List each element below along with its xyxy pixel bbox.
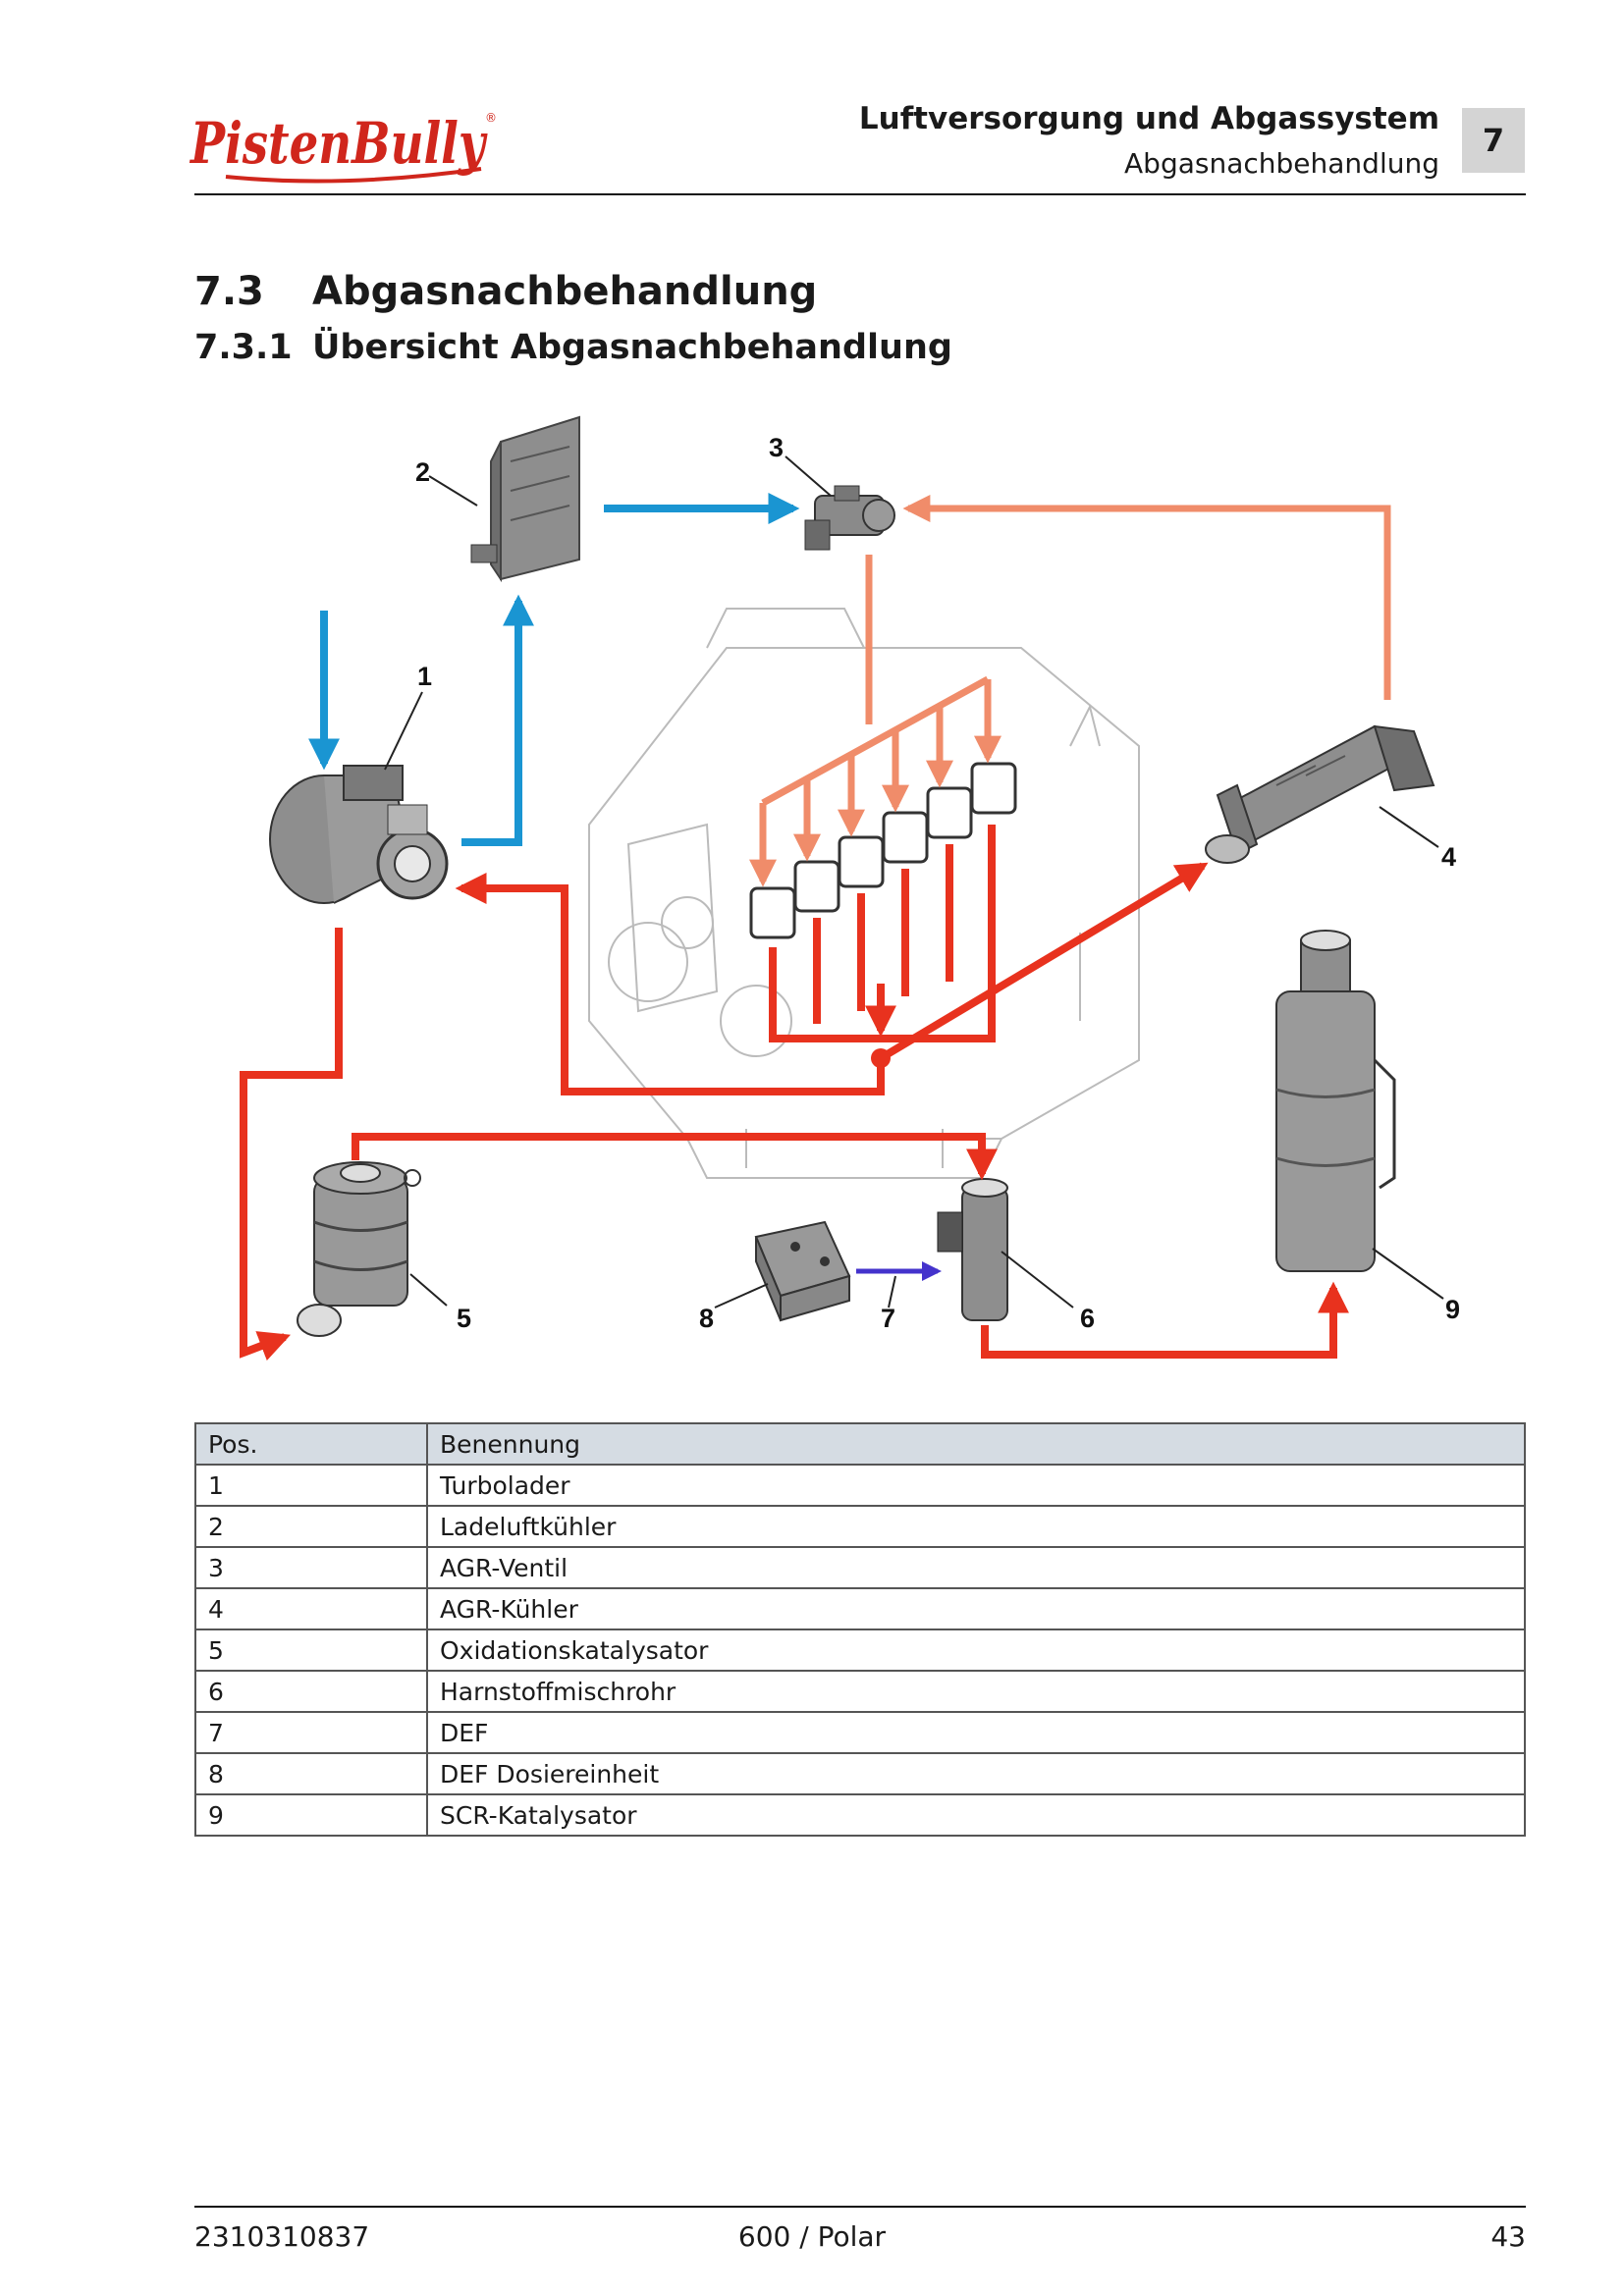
exhaust-flow [240,825,1349,1362]
brand-logo-text: PistenBully [189,110,488,177]
turbocharger [269,765,449,904]
cell-name: AGR-Kühler [426,1587,1526,1630]
callout-2: 2 [415,457,430,487]
callout-4: 4 [1441,842,1456,872]
cell-pos: 1 [194,1464,428,1507]
def-dosing-unit [754,1220,851,1322]
leader-lines [384,455,1444,1308]
cell-pos: 3 [194,1546,428,1589]
oxidation-catalyst [297,1161,421,1337]
table-header-row: Pos. Benennung [194,1422,1526,1466]
cell-pos: 9 [194,1793,428,1837]
svg-text:®: ® [485,111,497,125]
cell-pos: 7 [194,1711,428,1754]
section-number: 7.3 [194,269,264,314]
charge-air-cooler [470,415,580,583]
cell-name: Harnstoffmischrohr [426,1670,1526,1713]
cell-pos: 6 [194,1670,428,1713]
header-title: Luftversorgung und Abgassystem [858,101,1439,136]
vehicle-model: 600 / Polar [737,2220,887,2253]
egr-cooler [1205,724,1435,864]
cell-pos: 2 [194,1505,428,1548]
document-number: 2310310837 [194,2220,370,2253]
cell-pos: 5 [194,1629,428,1672]
subsection-title: Übersicht Abgasnachbehandlung [312,328,952,367]
cell-name: Oxidationskatalysator [426,1629,1526,1672]
footer-rule [194,2206,1526,2208]
cell-name: Ladeluftkühler [426,1505,1526,1548]
exhaust-aftertreatment-diagram: 2 3 1 4 5 8 7 6 9 [240,415,1460,1362]
subsection-number: 7.3.1 [194,328,293,367]
cell-name: SCR-Katalysator [426,1793,1526,1837]
cell-pos: 8 [194,1752,428,1795]
header-rule [194,193,1526,195]
cell-name: DEF [426,1711,1526,1754]
callout-6: 6 [1080,1304,1095,1333]
column-header-name: Benennung [426,1422,1526,1466]
page-number: 43 [1490,2220,1526,2253]
chapter-badge: 7 [1462,108,1525,173]
callout-9: 9 [1445,1295,1460,1324]
urea-mixing-pipe [937,1178,1008,1321]
cell-name: DEF Dosiereinheit [426,1752,1526,1795]
cell-name: AGR-Ventil [426,1546,1526,1589]
scr-catalyst [1275,930,1396,1272]
cell-pos: 4 [194,1587,428,1630]
callout-3: 3 [769,433,784,462]
egr-flow [749,495,1391,887]
cell-name: Turbolader [426,1464,1526,1507]
engine-cylinders [749,762,1017,939]
header-subtitle: Abgasnachbehandlung [1124,147,1439,180]
column-header-pos: Pos. [194,1422,428,1466]
fresh-air-flow [308,493,800,846]
callout-5: 5 [457,1304,471,1333]
callout-8: 8 [699,1304,714,1333]
callout-7: 7 [881,1304,895,1333]
egr-valve [804,485,895,551]
brand-logo: PistenBully ® [189,110,497,184]
exhaust-junction [871,1048,891,1068]
section-title: Abgasnachbehandlung [312,269,818,314]
callout-1: 1 [417,662,432,691]
